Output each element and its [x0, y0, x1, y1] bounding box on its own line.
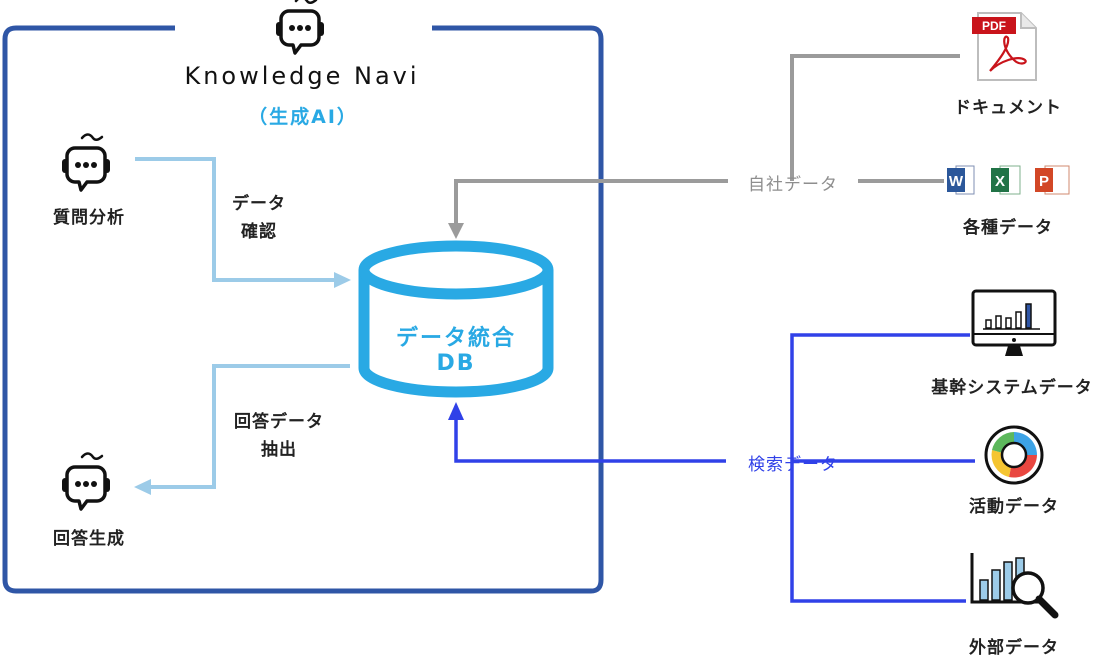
document-label: ドキュメント — [954, 98, 1062, 118]
core-system-data-label: 基幹システムデータ — [931, 378, 1093, 398]
answer-extract-arrowhead — [134, 479, 151, 495]
answer-generation-robot-icon — [60, 451, 112, 511]
svg-text:P: P — [1039, 173, 1049, 190]
search-data-arrowhead — [448, 402, 464, 420]
internal-data-connector — [454, 54, 960, 225]
internal-data-label: 自社データ — [748, 175, 838, 195]
answer-generation-label: 回答生成 — [53, 529, 125, 549]
app-title: Knowledge Navi — [184, 62, 420, 90]
question-analysis-robot-icon — [60, 132, 112, 192]
answer-extract-arrow — [150, 364, 350, 489]
search-data-connector — [454, 333, 975, 603]
answer-extract-label-line1: 回答データ — [234, 412, 324, 432]
integrated-db-label-line1: データ統合 — [395, 326, 517, 351]
various-data-label: 各種データ — [963, 218, 1053, 238]
pdf-icon: PDF — [972, 12, 1037, 81]
integrated-db-label-line2: DB — [436, 351, 476, 376]
monitor-chart-icon — [971, 289, 1057, 356]
knowledge-navi-frame — [2, 25, 604, 594]
app-subtitle: （生成AI） — [248, 106, 358, 128]
knowledge-navi-robot-icon — [274, 0, 326, 55]
word-icon: W — [947, 165, 975, 195]
donut-chart-icon — [984, 425, 1044, 485]
powerpoint-icon: P — [1035, 165, 1070, 195]
answer-extract-label-line2: 抽出 — [261, 440, 297, 460]
data-check-label-line2: 確認 — [241, 222, 277, 242]
svg-text:X: X — [995, 173, 1005, 190]
excel-icon: X — [991, 165, 1021, 195]
data-check-label-line1: データ — [232, 194, 286, 214]
data-check-arrow — [135, 157, 335, 282]
internal-data-arrowhead — [448, 223, 464, 239]
data-check-arrowhead — [334, 272, 351, 288]
question-analysis-label: 質問分析 — [53, 208, 125, 228]
svg-text:PDF: PDF — [982, 19, 1006, 33]
magnifier-chart-icon — [970, 553, 1059, 619]
search-data-label: 検索データ — [748, 455, 838, 475]
integrated-db-icon — [358, 240, 554, 398]
svg-text:W: W — [949, 173, 964, 190]
activity-data-label: 活動データ — [969, 497, 1059, 517]
external-data-label: 外部データ — [969, 638, 1059, 658]
